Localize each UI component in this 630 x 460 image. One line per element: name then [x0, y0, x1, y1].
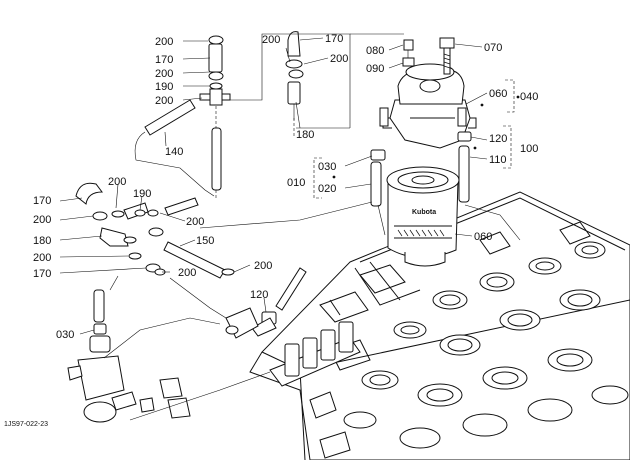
label-140: 140 [165, 146, 183, 158]
label-060: 060 [489, 88, 507, 100]
leader-lines [59, 37, 488, 335]
leader-dots [332, 95, 520, 179]
label-200: 200 [330, 53, 348, 65]
left-hose-assembly [75, 182, 235, 335]
label-030: 030 [56, 329, 74, 341]
hose-fitting-020-030 [370, 149, 386, 207]
label-120: 120 [489, 133, 507, 145]
label-060: 060 [474, 231, 492, 243]
part-labels: 200 170 200 190 200 140 200 170 200 180 … [33, 33, 538, 341]
label-200: 200 [186, 216, 204, 228]
filter-brand-mark: Kubota [412, 209, 436, 216]
filter-head-040 [379, 63, 477, 149]
label-090: 090 [366, 63, 384, 75]
label-010: 010 [287, 177, 305, 189]
upper-hose-assembly [285, 31, 304, 136]
label-200: 200 [155, 68, 173, 80]
label-200: 200 [262, 34, 280, 46]
label-200: 200 [33, 252, 51, 264]
label-200: 200 [155, 36, 173, 48]
label-120: 120 [250, 289, 268, 301]
label-170: 170 [155, 54, 173, 66]
bracket-040 [505, 79, 515, 113]
label-100: 100 [520, 143, 538, 155]
diagram-code: 1JS97-022-23 [4, 421, 48, 428]
label-180: 180 [33, 235, 51, 247]
label-110: 110 [489, 154, 507, 166]
fuel-routing-lines [103, 33, 521, 421]
fuel-hose-120-lower [251, 267, 307, 337]
label-070: 070 [484, 42, 502, 54]
label-200: 200 [155, 95, 173, 107]
label-170: 170 [33, 268, 51, 280]
bracket-010 [313, 157, 322, 199]
bolt-070 [439, 37, 455, 75]
label-150: 150 [196, 235, 214, 247]
cylinder-head [249, 191, 630, 460]
fuel-filter-cartridge-060: Kubota [386, 166, 460, 267]
fuel-feed-pump [67, 335, 191, 423]
label-170: 170 [33, 195, 51, 207]
label-200: 200 [108, 176, 126, 188]
label-190: 190 [155, 81, 173, 93]
air-vent-080-090 [402, 39, 415, 67]
upper-tee-assembly [199, 35, 231, 200]
label-200: 200 [33, 214, 51, 226]
label-080: 080 [366, 45, 384, 57]
fuel-hose-140 [144, 99, 196, 136]
label-180: 180 [296, 129, 314, 141]
hose-fitting-110-120 [457, 131, 472, 203]
label-170: 170 [325, 33, 343, 45]
label-020: 020 [318, 183, 336, 195]
injection-pump-unit [225, 307, 361, 387]
label-040: 040 [520, 91, 538, 103]
label-030: 030 [318, 161, 336, 173]
label-200: 200 [178, 267, 196, 279]
label-190: 190 [133, 188, 151, 200]
label-200: 200 [254, 260, 272, 272]
